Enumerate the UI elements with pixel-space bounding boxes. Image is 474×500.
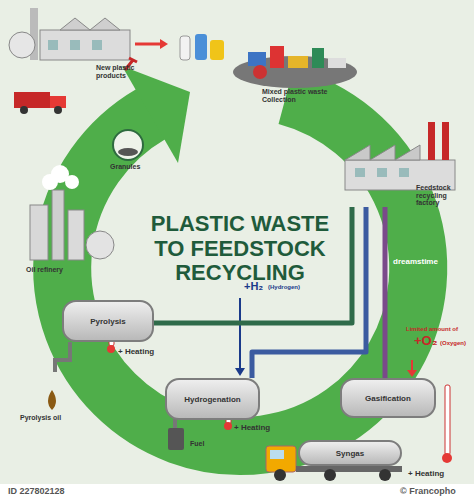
annotation: + Heating — [118, 348, 178, 357]
watermark: dreamstime — [393, 258, 443, 267]
factory: Feedstock recycling factory — [340, 125, 468, 207]
annotation: Limited amount of — [406, 326, 472, 333]
watermark: ID 227802128 — [8, 487, 108, 497]
node-label: Syngas — [336, 449, 364, 458]
node-label: Hydrogenation — [184, 395, 240, 404]
annotation: Mixed plastic waste Collection — [262, 88, 332, 103]
annotation: +O₂ — [414, 334, 444, 348]
annotation: + Heating — [234, 424, 294, 433]
annotation: Pyrolysis oil — [20, 414, 80, 422]
title: PLASTIC WASTE TO FEEDSTOCK RECYCLING — [140, 212, 340, 286]
pipe — [383, 207, 388, 378]
node-label: Gasification — [365, 394, 411, 403]
pyrolysis-tank: Pyrolysis — [62, 300, 154, 342]
annotation: Fuel — [190, 440, 220, 448]
annotation: Oil refinery — [26, 266, 86, 274]
hydrogenation-tank: Hydrogenation — [165, 378, 260, 420]
annotation: (Hydrogen) — [268, 284, 308, 291]
annotation: (Oxygen) — [440, 340, 474, 347]
node-label: Feedstock recycling factory — [416, 184, 468, 207]
gasification-tank: Gasification — [340, 378, 436, 418]
syngas-tank: Syngas — [298, 440, 402, 466]
annotation: Granules — [110, 163, 160, 171]
node-label: Pyrolysis — [90, 317, 126, 326]
annotation: + Heating — [408, 470, 468, 479]
annotation: New plastic products — [96, 64, 142, 79]
watermark: © Francopho — [400, 487, 470, 497]
